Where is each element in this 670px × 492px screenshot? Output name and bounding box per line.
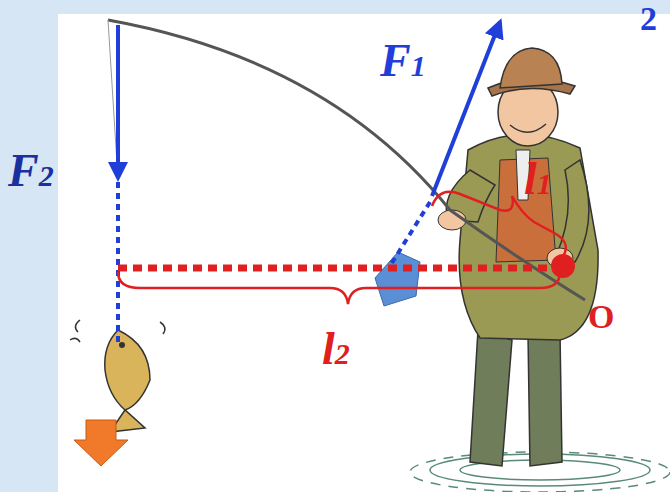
arm-label: l2 — [322, 326, 350, 372]
cut-label: 2 — [640, 2, 657, 36]
force-f2-arrow — [116, 25, 120, 178]
force-label: F1 — [380, 38, 426, 84]
l2-brace — [118, 272, 560, 304]
fishing-line — [108, 20, 118, 180]
picture-ground — [58, 14, 670, 492]
arm-line — [118, 265, 556, 272]
force-label: F2 — [8, 148, 54, 194]
f1-extension — [390, 202, 430, 266]
pivot-label: O — [588, 300, 614, 334]
l1-brace — [432, 192, 566, 258]
fishing-rod — [108, 20, 585, 300]
pivot-point — [551, 254, 575, 278]
weight-arrow — [74, 420, 128, 466]
f2-extension — [116, 182, 120, 342]
force-f1-arrow — [432, 22, 500, 196]
arm-label: l1 — [524, 156, 552, 202]
hand-force-arrow — [375, 252, 420, 306]
